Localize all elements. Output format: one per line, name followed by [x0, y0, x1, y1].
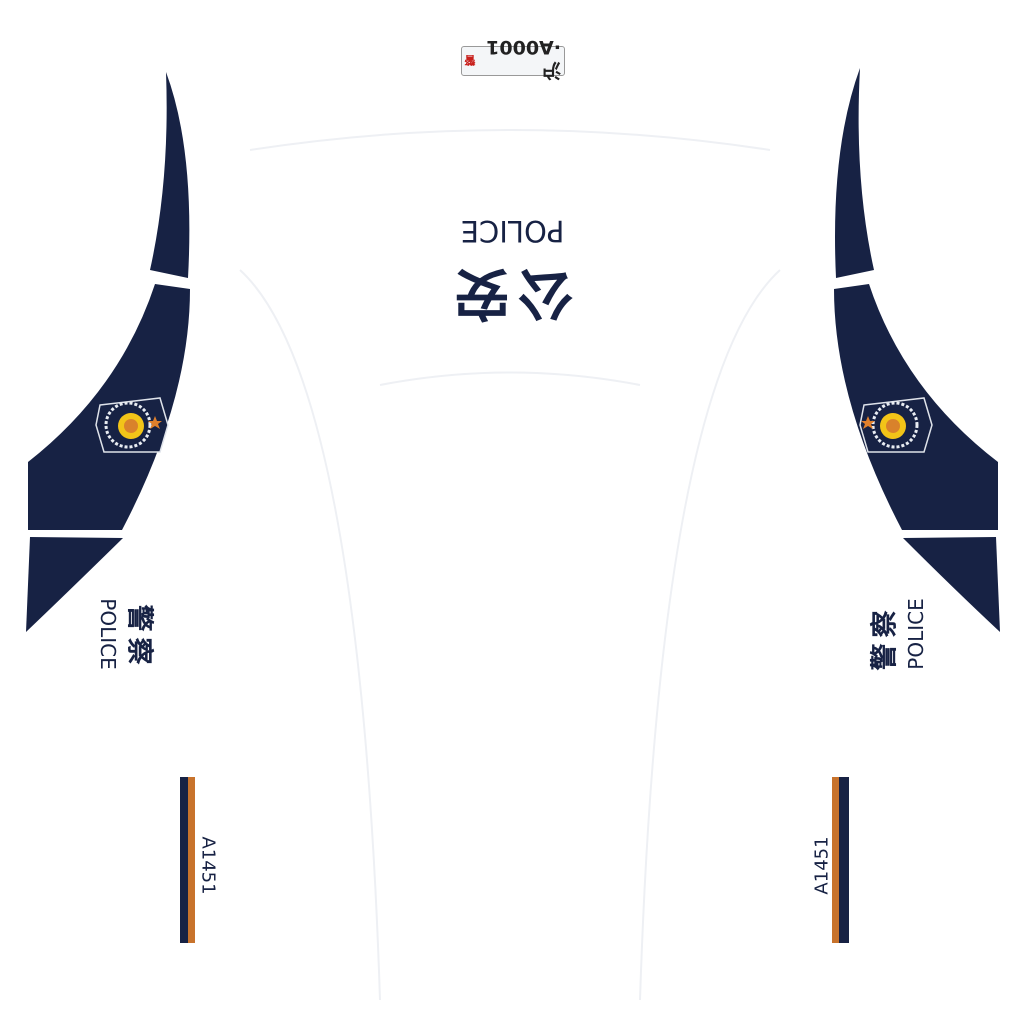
- left-emblem-icon: [95, 397, 169, 453]
- roof-english: POLICE: [460, 214, 565, 248]
- right-english: POLICE: [904, 598, 928, 670]
- left-chinese: 警察: [123, 604, 155, 671]
- left-english: POLICE: [96, 598, 120, 670]
- roof-chinese: 公安: [446, 260, 574, 325]
- panel-lines: [239, 129, 781, 1001]
- plate-police-tag: 警: [464, 55, 477, 67]
- plate-number: 沪·A0001: [486, 36, 561, 82]
- license-plate: 沪·A0001 警: [461, 37, 565, 82]
- right-stripe-upper: [835, 68, 874, 278]
- left-unit-number: A1451: [197, 836, 219, 895]
- right-unit-number: A1451: [811, 836, 833, 895]
- left-rear-navy-stripe: [180, 777, 188, 943]
- left-stripe-lower: [26, 537, 123, 632]
- right-rear-navy-stripe: [839, 777, 849, 943]
- right-chinese: 警察: [869, 604, 901, 671]
- right-stripe-lower: [903, 537, 1000, 632]
- right-rear-orange-stripe: [832, 777, 839, 943]
- right-emblem-icon: [859, 397, 933, 453]
- left-rear-orange-stripe: [188, 777, 195, 943]
- left-stripe-upper: [150, 72, 190, 278]
